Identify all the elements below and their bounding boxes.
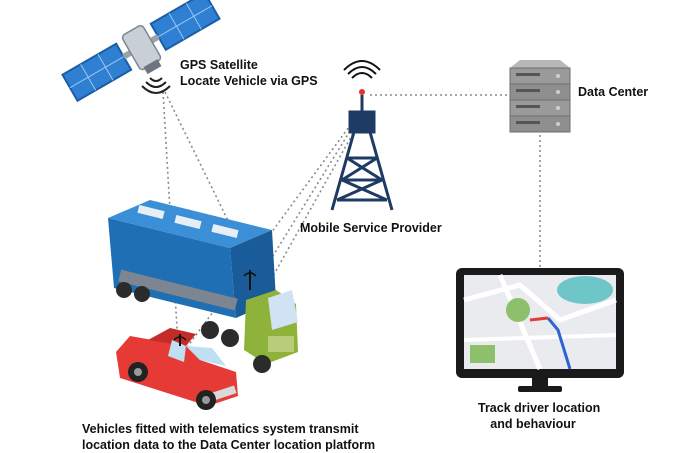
vehicles-caption: Vehicles fitted with telematics system t… (82, 421, 375, 453)
satellite-icon (61, 0, 221, 103)
link-tower-truck-2 (267, 111, 366, 286)
track-driver-label: Track driver location and behaviour (478, 400, 601, 432)
pickup-icon (116, 328, 238, 410)
truck-icon (108, 200, 298, 373)
monitor-map-icon (456, 268, 624, 392)
data-center-label: Data Center (578, 85, 649, 99)
server-rack-icon (509, 60, 571, 133)
gps-label-line2: Locate Vehicle via GPS (180, 74, 318, 88)
vehicles-caption-line2: location data to the Data Center locatio… (82, 438, 376, 452)
mobile-provider-label: Mobile Service Provider (300, 221, 442, 235)
track-label-line2: and behaviour (490, 417, 576, 431)
track-label-line1: Track driver location (478, 401, 601, 415)
cell-tower-icon (330, 60, 394, 211)
gps-satellite-label: GPS Satellite Locate Vehicle via GPS (180, 57, 318, 89)
link-satellite-truck (164, 91, 263, 291)
gps-label-line1: GPS Satellite (180, 58, 258, 72)
vehicles-caption-line1: Vehicles fitted with telematics system t… (82, 422, 359, 436)
